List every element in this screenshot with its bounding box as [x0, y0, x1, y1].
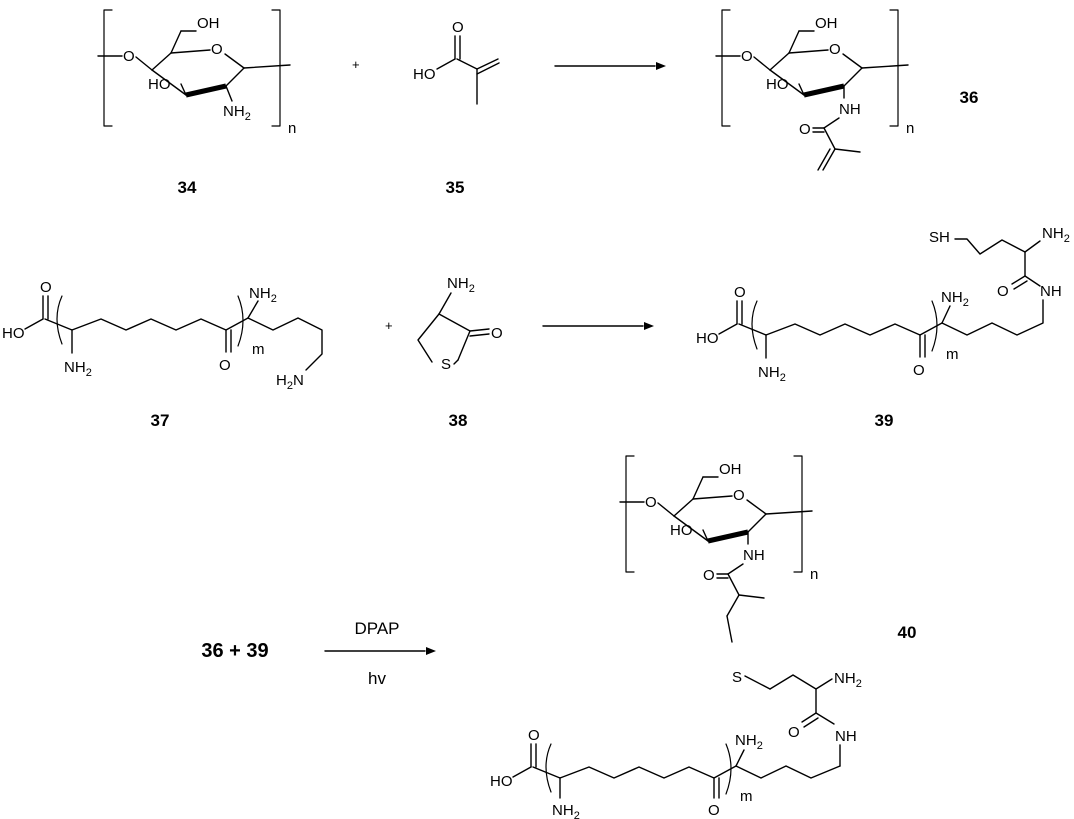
atom-sh: SH: [929, 229, 950, 246]
atom-o-amide: O: [799, 121, 811, 138]
atom-nh2-alpha: NH2: [941, 289, 969, 309]
repeat-n: n: [810, 566, 818, 583]
atom-oh-c6: OH: [719, 461, 742, 478]
repeat-n: n: [288, 120, 296, 137]
atom-o-ketone: O: [913, 362, 925, 379]
compound-37-structure: HO O NH2 O m NH2 H2N: [2, 279, 323, 392]
label-35: 35: [446, 178, 465, 197]
compound-35-structure: HO O: [413, 19, 500, 105]
atom-ho: HO: [766, 76, 789, 93]
label-36: 36: [960, 88, 979, 107]
atom-ho: HO: [696, 330, 719, 347]
condition-hv: hv: [368, 669, 386, 688]
label-38: 38: [449, 411, 468, 430]
atom-nh2-top: NH2: [1042, 225, 1070, 245]
bracket-left: [721, 9, 731, 127]
atom-o: O: [528, 727, 540, 744]
atom-o: O: [452, 19, 464, 36]
atom-oh-c6: OH: [815, 15, 838, 32]
atom-o: O: [734, 284, 746, 301]
atom-nh2: NH2: [447, 275, 475, 295]
atom-o-amide: O: [703, 567, 715, 584]
atom-s-thioether: S: [732, 669, 742, 686]
atom-nh2: NH2: [64, 359, 92, 379]
reagent-dpap: DPAP: [354, 619, 399, 638]
reaction-arrow-1: [554, 62, 666, 70]
repeat-m: m: [252, 341, 265, 358]
atom-nh2: NH2: [223, 103, 251, 123]
plus-1: +: [352, 57, 360, 72]
compound-34-structure: O OH O HO NH2 n: [97, 9, 296, 137]
atom-ho: HO: [148, 76, 171, 93]
compound-38-structure: NH2 S O: [417, 275, 503, 373]
atom-o-glycosidic: O: [123, 48, 135, 65]
atom-s: S: [441, 356, 451, 373]
atom-o: O: [40, 279, 52, 296]
atom-nh2: NH2: [552, 802, 580, 819]
atom-o-ketone: O: [708, 802, 720, 819]
atom-nh2: NH2: [758, 364, 786, 384]
bracket-right: [271, 9, 281, 127]
atom-ho: HO: [413, 66, 436, 83]
atom-nh-amide: NH: [835, 728, 857, 745]
label-37: 37: [151, 411, 170, 430]
label-40: 40: [898, 623, 917, 642]
atom-o: O: [491, 325, 503, 342]
atom-o-ketone: O: [219, 357, 231, 374]
atom-nh2-alpha: NH2: [735, 732, 763, 752]
repeat-n: n: [906, 120, 914, 137]
atom-o-ring: O: [733, 487, 745, 504]
atom-o-ring: O: [829, 41, 841, 58]
reaction-arrow-3: [324, 647, 436, 655]
reactants-36-39: 36 + 39: [201, 640, 268, 662]
bracket-right: [889, 9, 899, 127]
atom-o-ring: O: [211, 41, 223, 58]
repeat-m: m: [946, 346, 959, 363]
label-39: 39: [875, 411, 894, 430]
atom-nh2-top: NH2: [834, 670, 862, 690]
atom-nh-amide: NH: [1040, 283, 1062, 300]
atom-nh: NH: [839, 101, 861, 118]
reaction-arrow-2: [542, 322, 654, 330]
atom-ho: HO: [2, 325, 25, 342]
compound-36-structure: O OH O HO NH O n: [715, 9, 914, 171]
atom-nh2-alpha: NH2: [249, 285, 277, 305]
atom-o-amide2: O: [788, 724, 800, 741]
atom-o-glycosidic: O: [645, 494, 657, 511]
atom-ho: HO: [490, 773, 513, 790]
repeat-m: m: [740, 788, 753, 805]
atom-o-amide: O: [997, 283, 1009, 300]
compound-40-structure: O OH O HO NH O n S: [490, 455, 862, 819]
atom-h2n: H2N: [276, 372, 304, 392]
bracket-left: [103, 9, 113, 127]
label-34: 34: [178, 178, 197, 197]
atom-oh-c6: OH: [197, 15, 220, 32]
atom-ho: HO: [670, 522, 693, 539]
compound-39-structure: HO O NH2 O m NH2 NH O NH2 SH: [696, 225, 1070, 384]
atom-o-glycosidic: O: [741, 48, 753, 65]
atom-nh: NH: [743, 547, 765, 564]
plus-2: +: [385, 318, 393, 333]
